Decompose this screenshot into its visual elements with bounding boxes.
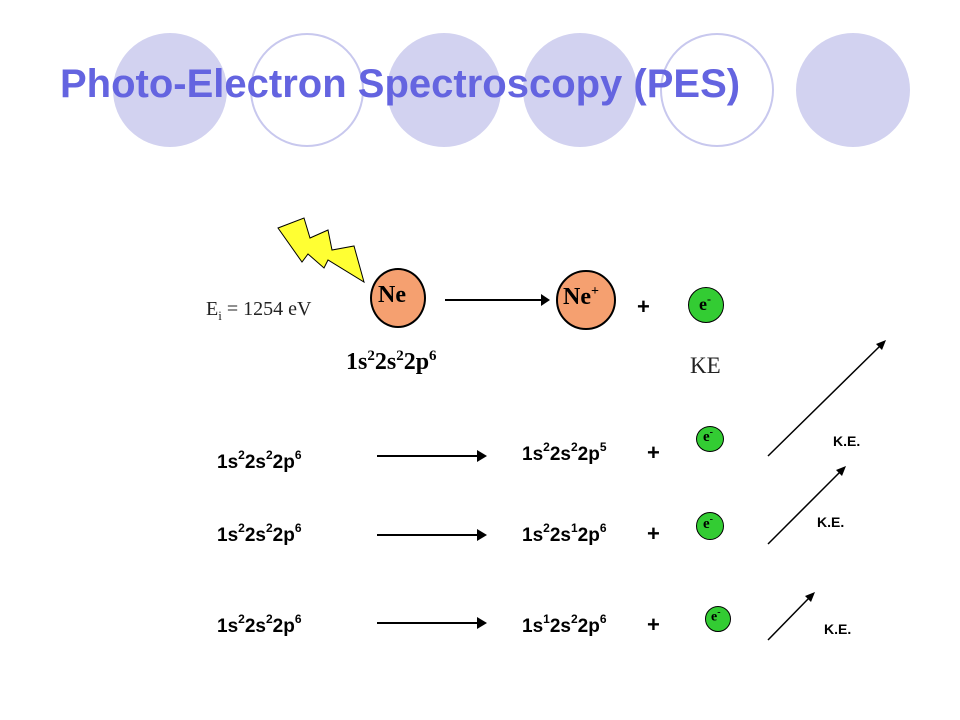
row1-final-config: 1s22s22p5 (522, 440, 607, 465)
row3-arrow (377, 617, 487, 629)
row3-electron-label: e- (711, 607, 721, 625)
row1-ke-label: K.E. (833, 433, 861, 449)
decor-circle-5 (660, 33, 774, 147)
neon-ion-label: Ne+ (563, 284, 599, 310)
row1-arrow (377, 450, 487, 462)
page-title: Photo-Electron Spectroscopy (PES) (60, 62, 741, 106)
decor-circle-6 (796, 33, 910, 147)
electron-label: e- (699, 292, 711, 314)
row1-electron (696, 426, 724, 452)
row2-initial-config: 1s22s22p6 (217, 521, 302, 546)
ground-state-config: 1s22s22p6 (346, 348, 437, 375)
decor-circle-3 (387, 33, 501, 147)
plus-sign: + (637, 294, 650, 319)
neon-atom-label: Ne (378, 282, 406, 308)
row2-arrow (377, 529, 487, 541)
row3-initial-config: 1s22s22p6 (217, 612, 302, 637)
row1-initial-config: 1s22s22p6 (217, 448, 302, 473)
row3-electron (705, 606, 731, 632)
row2-ke-label: K.E. (817, 514, 845, 530)
row3-final-config: 1s12s22p6 (522, 612, 607, 637)
decor-circle-2 (250, 33, 364, 147)
neon-atom (370, 268, 426, 328)
row1-electron-label: e- (703, 427, 714, 445)
row2-electron-label: e- (703, 514, 714, 532)
row3-ke-arrow (767, 592, 815, 641)
decor-circle-1 (113, 33, 227, 147)
photon-energy-label: Ei = 1254 eV (206, 298, 312, 323)
kinetic-energy-label: KE (690, 353, 721, 378)
neon-ion (556, 270, 616, 330)
row2-plus: + (647, 521, 660, 546)
row2-ke-arrow (767, 466, 846, 545)
row3-plus: + (647, 612, 660, 637)
lightning-bolt-icon (277, 217, 365, 284)
ejected-electron (688, 287, 724, 323)
ionization-arrow (445, 294, 550, 306)
row1-ke-arrow (767, 340, 886, 457)
decor-circle-4 (523, 33, 637, 147)
row2-electron (696, 512, 724, 540)
row3-ke-label: K.E. (824, 621, 852, 637)
row1-plus: + (647, 440, 660, 465)
row2-final-config: 1s22s12p6 (522, 521, 607, 546)
